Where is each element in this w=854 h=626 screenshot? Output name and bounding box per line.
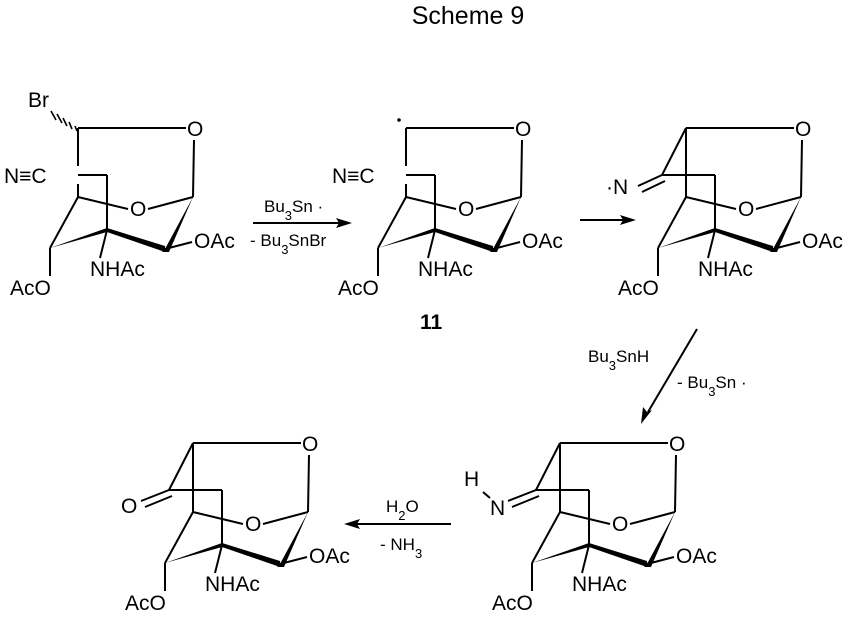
- oac-label: OAc: [802, 230, 843, 253]
- reagent-left-step3: Bu3SnH: [588, 347, 649, 373]
- nhac-label: NHAc: [205, 573, 260, 596]
- nhac-label: NHAc: [418, 258, 473, 281]
- compound-bromide: Br N≡C O O OAc NHAc AcO: [4, 89, 235, 300]
- reagent-below-step4: - NH3: [380, 535, 422, 561]
- scheme-title: Scheme 9: [412, 2, 525, 30]
- nitrile-label: N≡C: [332, 165, 375, 188]
- compound-radical-11: N≡C O O OAc NHAc AcO 11: [332, 118, 563, 334]
- arrow-step2: [580, 215, 636, 225]
- ring-oxygen-top: O: [795, 118, 811, 141]
- imine-n-label: N: [490, 497, 505, 520]
- nhac-label: NHAc: [698, 258, 753, 281]
- ring-oxygen-top: O: [515, 118, 531, 141]
- compound-number: 11: [420, 311, 443, 334]
- reagent-above-step1: Bu3Sn ·: [264, 197, 323, 223]
- aco-label: AcO: [618, 277, 659, 300]
- imine-h-label: H: [464, 468, 479, 491]
- oac-label: OAc: [522, 230, 563, 253]
- aco-label: AcO: [125, 592, 166, 615]
- compound-ketone: O O O OAc NHAc AcO: [121, 433, 350, 615]
- nhac-label: NHAc: [90, 258, 145, 281]
- aco-label: AcO: [10, 277, 51, 300]
- oac-label: OAc: [194, 230, 235, 253]
- carbonyl-oxygen-label: O: [121, 495, 137, 518]
- ring-oxygen-top: O: [187, 118, 203, 141]
- ring-oxygen-top: O: [302, 433, 318, 456]
- arrow-step3: Bu3SnH - Bu3Sn ·: [588, 328, 747, 424]
- ring-oxygen-top: O: [669, 433, 685, 456]
- iminyl-label: ·N: [606, 176, 628, 199]
- reagent-below-step1: - Bu3SnBr: [250, 231, 327, 257]
- ring-oxygen-mid: O: [130, 198, 146, 221]
- compound-imine: H N O O OAc NHAc AcO: [464, 433, 717, 615]
- ring-oxygen-mid: O: [738, 198, 754, 221]
- bromine-label: Br: [28, 89, 49, 112]
- aco-label: AcO: [338, 277, 379, 300]
- arrow-step1: Bu3Sn · - Bu3SnBr: [250, 197, 352, 257]
- reagent-right-step3: - Bu3Sn ·: [677, 373, 747, 399]
- radical-dot: [397, 118, 401, 122]
- ring-oxygen-mid: O: [245, 513, 261, 536]
- oac-label: OAc: [309, 545, 350, 568]
- ring-oxygen-mid: O: [458, 198, 474, 221]
- reagent-above-step4: H2O: [386, 497, 419, 523]
- compound-iminyl-radical: ·N O O OAc NHAc AcO: [606, 118, 843, 300]
- arrow-step4: H2O - NH3: [344, 497, 451, 561]
- oac-label: OAc: [676, 545, 717, 568]
- ring-oxygen-mid: O: [612, 513, 628, 536]
- nitrile-label: N≡C: [4, 165, 47, 188]
- aco-label: AcO: [492, 592, 533, 615]
- nhac-label: NHAc: [572, 573, 627, 596]
